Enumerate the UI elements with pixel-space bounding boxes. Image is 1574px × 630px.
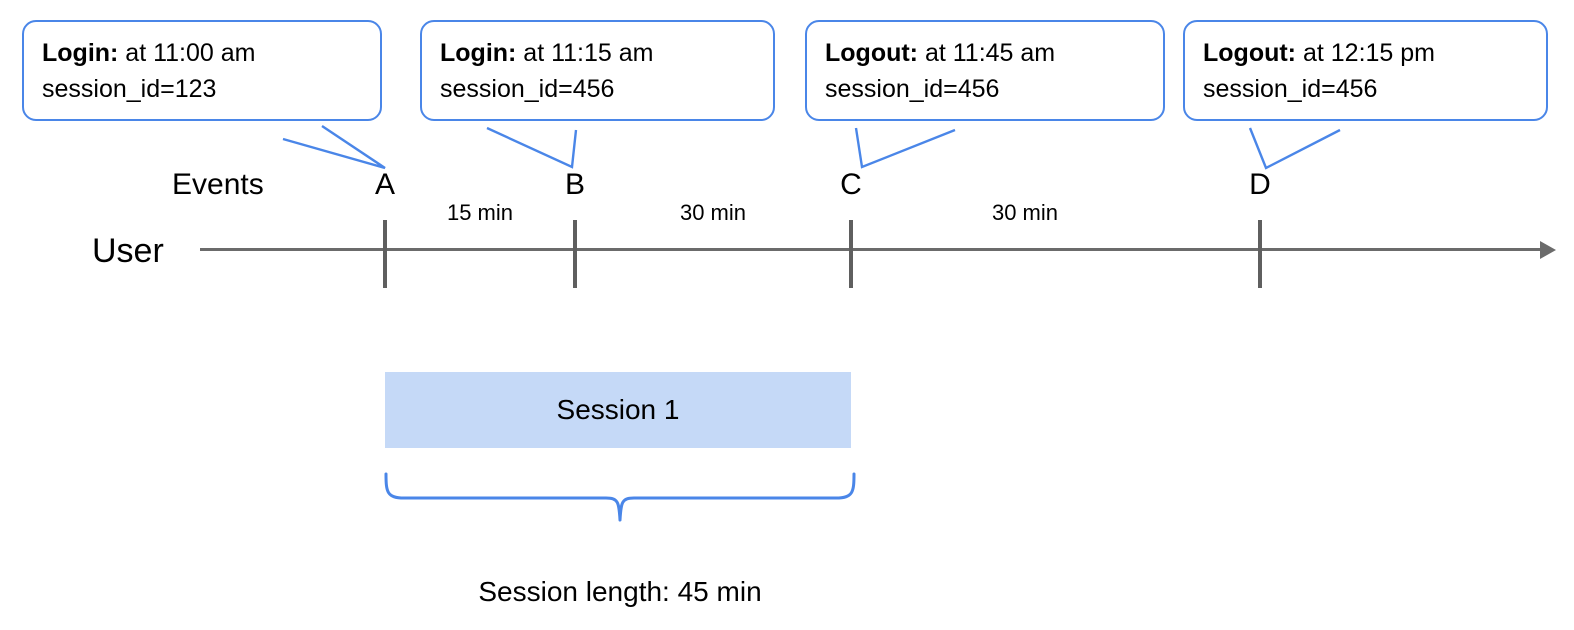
callout-text-line1: Logout: at 11:45 am — [825, 39, 1055, 67]
session-length-caption: Session length: 45 min — [478, 576, 762, 607]
callout-event-type: Login: — [42, 39, 119, 67]
timeline-tick-d — [1258, 220, 1262, 288]
session-length-brace — [384, 472, 856, 522]
callout-session-id: session_id=123 — [42, 74, 217, 103]
callout-tail-c — [854, 127, 956, 169]
marker-label-d: D — [1249, 168, 1271, 201]
callout-event-time: at 11:00 am — [118, 39, 256, 67]
callout-event-time: at 12:15 pm — [1296, 39, 1435, 67]
callout-session-id: session_id=456 — [1203, 74, 1378, 103]
callout-tail-a — [282, 125, 386, 170]
marker-label-a: A — [374, 168, 395, 201]
callout-session-id: session_id=456 — [825, 74, 1000, 103]
session-bar[interactable]: Session 1 — [385, 372, 851, 448]
callout-text-line1: Login: at 11:00 am — [42, 39, 255, 67]
callout-bubble-c[interactable]: Logout: at 11:45 am session_id=456 — [805, 20, 1165, 121]
callout-event-type: Logout: — [825, 39, 919, 67]
session-bar-label: Session 1 — [556, 394, 680, 425]
callout-bubble-d[interactable]: Logout: at 12:15 pm session_id=456 — [1183, 20, 1548, 121]
timeline-tick-a — [383, 220, 387, 288]
callout-event-time: at 11:15 am — [516, 39, 654, 67]
timeline-axis — [200, 248, 1540, 251]
callout-bubble-a[interactable]: Login: at 11:00 am session_id=123 — [22, 20, 382, 121]
callout-text-line1: Logout: at 12:15 pm — [1203, 39, 1435, 67]
events-lane-label: Events — [172, 168, 264, 201]
marker-label-c: C — [840, 168, 862, 201]
interval-label-b-c: 30 min — [679, 200, 747, 225]
callout-event-type: Logout: — [1203, 39, 1297, 67]
timeline-axis-arrow-icon — [1540, 241, 1556, 259]
user-lane-label: User — [92, 232, 164, 270]
callout-bubble-b[interactable]: Login: at 11:15 am session_id=456 — [420, 20, 775, 121]
callout-text-line1: Login: at 11:15 am — [440, 39, 653, 67]
callout-tail-d — [1248, 127, 1341, 170]
callout-tail-b — [486, 126, 578, 169]
interval-label-a-b: 15 min — [446, 200, 514, 225]
callout-event-time: at 11:45 am — [918, 39, 1056, 67]
timeline-tick-c — [849, 220, 853, 288]
callout-session-id: session_id=456 — [440, 74, 615, 103]
marker-label-b: B — [564, 168, 585, 201]
timeline-tick-b — [573, 220, 577, 288]
interval-label-c-d: 30 min — [991, 200, 1059, 225]
callout-event-type: Login: — [440, 39, 517, 67]
